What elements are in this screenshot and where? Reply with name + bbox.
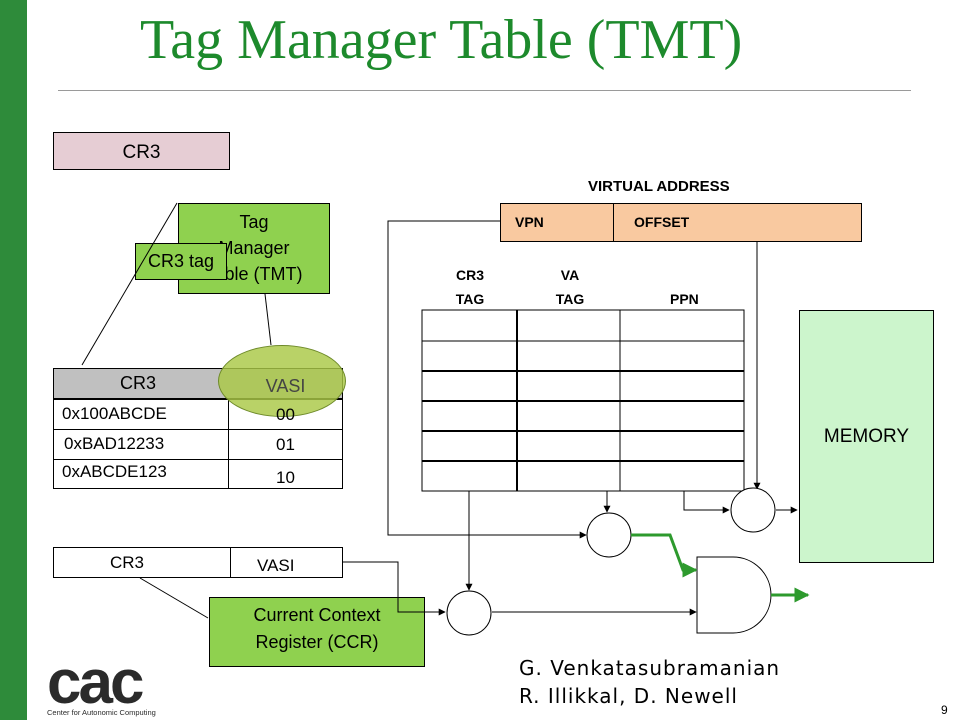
- tmt-cell-cr3: 0x100ABCDE: [62, 404, 167, 423]
- tmt-header-cr3: CR3: [119, 373, 156, 393]
- memory-block: [799, 310, 934, 563]
- title-divider: [58, 90, 911, 91]
- tlb-header-va-tag: TAG: [555, 291, 585, 307]
- tlb-header-va: VA: [560, 267, 580, 283]
- svg-text:cac: cac: [47, 657, 143, 717]
- tmt-row-divider: [53, 459, 343, 460]
- ccr-field-divider: [230, 547, 231, 578]
- match-arrow-green: [631, 533, 698, 578]
- comparator-circle: [586, 512, 632, 558]
- ppn-to-memory-wire: [683, 491, 730, 514]
- cac-logo-mark: cac Center for Autonomic Computing: [47, 648, 156, 717]
- tmt-label-line2: Manager: [218, 238, 290, 258]
- slide-title: Tag Manager Table (TMT): [140, 9, 743, 71]
- and-gate: [696, 556, 772, 634]
- ccr-label-line2: Register (CCR): [255, 632, 379, 652]
- tmt-label-line1: Tag: [239, 212, 269, 232]
- tmt-cell-cr3: 0xABCDE123: [62, 462, 167, 481]
- cr3-register: [53, 132, 230, 170]
- vasi-highlight-ellipse: [218, 345, 346, 417]
- tlb-header-ppn: PPN: [670, 291, 699, 307]
- tmt-cell-vasi: 10: [276, 468, 295, 487]
- ccr-to-comparator-wire: [343, 561, 446, 616]
- comparator-circle: [730, 487, 776, 533]
- virtual-address-title: VIRTUAL ADDRESS: [588, 178, 730, 195]
- tlb-table: [421, 309, 745, 492]
- virtual-address-register: [500, 203, 862, 242]
- offset-label: OFFSET: [634, 214, 690, 230]
- cac-logo: cac Center for Autonomic Computing: [45, 648, 190, 717]
- tmt-cell-vasi: 01: [276, 435, 295, 454]
- vpn-label: VPN: [515, 214, 544, 230]
- ccr-label-line1: Current Context: [253, 605, 381, 625]
- cr3-register-label: CR3: [122, 142, 161, 163]
- ccr-zoom-line: [139, 577, 209, 619]
- tlb-header-cr3: CR3: [455, 267, 484, 283]
- ccr-box: [209, 597, 425, 667]
- author-line-2: R. Illikkal, D. Newell: [519, 684, 738, 708]
- sidebar-stripe: [0, 0, 27, 720]
- ccr-fields: [53, 547, 343, 578]
- tmt-cell-cr3: 0xBAD12233: [64, 434, 165, 453]
- vpn-offset-divider: [613, 203, 614, 242]
- tmt-label-line3: Table (TMT): [205, 264, 303, 284]
- tmt-row-divider: [53, 429, 343, 430]
- ccr-field-cr3: CR3: [110, 553, 145, 572]
- zoom-line-right: [264, 293, 272, 346]
- tmt-cell-vasi: 00: [276, 405, 295, 424]
- author-line-1: G. Venkatasubramanian: [519, 656, 781, 680]
- ccr-field-vasi: VASI: [257, 556, 295, 575]
- tmt-column-divider: [228, 399, 229, 489]
- tlb-header-cr3-tag: TAG: [455, 291, 485, 307]
- zoom-line-left: [81, 202, 178, 366]
- memory-label: MEMORY: [823, 426, 910, 447]
- svg-text:Center for Autonomic Computing: Center for Autonomic Computing: [47, 708, 156, 717]
- cr3-tag-label: CR3 tag: [147, 251, 215, 271]
- page-number: 9: [941, 703, 948, 717]
- vpn-to-comparator-wire: [387, 220, 587, 539]
- tmt-header-vasi: VASI: [265, 376, 306, 396]
- comparator-circle: [446, 590, 492, 636]
